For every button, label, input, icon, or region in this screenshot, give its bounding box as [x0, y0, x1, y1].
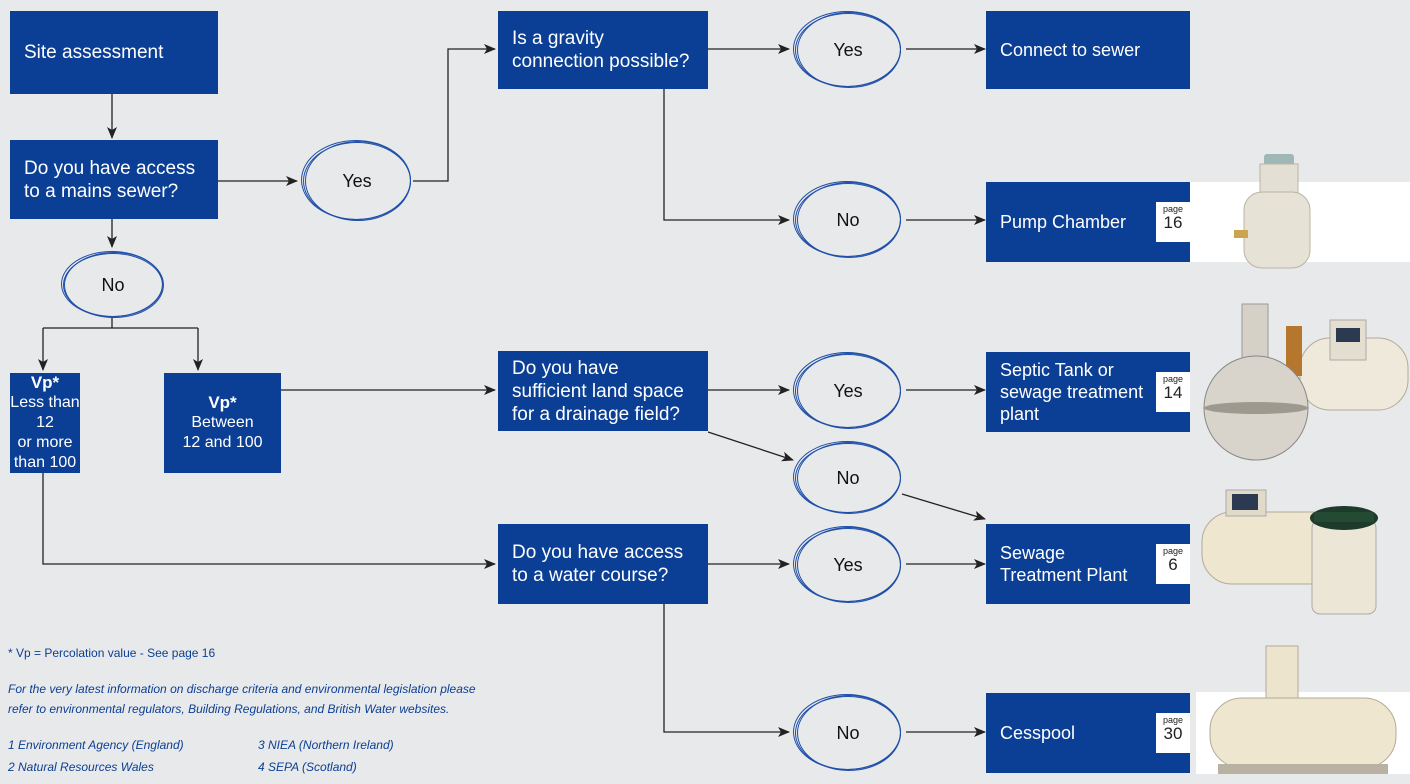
- yes-oval-land: Yes: [793, 352, 903, 430]
- connect-to-sewer-box: Connect to sewer: [986, 11, 1190, 89]
- gravity-box: Is a gravity connection possible?: [498, 11, 708, 89]
- regulator-3: 3 NIEA (Northern Ireland): [258, 738, 394, 752]
- cesspool-box: Cesspool page 30: [986, 693, 1190, 773]
- arrow-water-to-no: [663, 604, 790, 737]
- yes-oval-gravity-label: Yes: [833, 39, 863, 60]
- vp-low-high-box: Vp* Less than 12 or more than 100: [10, 373, 80, 473]
- connect-to-sewer-label: Connect to sewer: [1000, 40, 1141, 60]
- no-oval-land-label: No: [836, 467, 860, 488]
- regulator-1: 1 Environment Agency (England): [8, 738, 184, 752]
- regulator-2: 2 Natural Resources Wales: [8, 760, 154, 774]
- pump-chamber-box: Pump Chamber page 16: [986, 182, 1190, 262]
- sewage-plant-box: Sewage Treatment Plant page 6: [986, 524, 1190, 604]
- vp-mid-label: Between 12 and 100: [182, 414, 263, 451]
- mains-sewer-label: Do you have access to a mains sewer?: [24, 157, 196, 202]
- no-oval-gravity-label: No: [836, 209, 860, 230]
- water-course-label: Do you have access to a water course?: [512, 542, 684, 586]
- no-oval-mains: No: [61, 251, 165, 319]
- vp-low-high-label: Less than 12 or more than 100: [10, 394, 80, 471]
- regulator-4: 4 SEPA (Scotland): [258, 760, 357, 774]
- yes-oval-land-label: Yes: [833, 380, 863, 401]
- sewage-plant-page-ref[interactable]: page 6: [1156, 544, 1190, 584]
- pump-chamber-label: Pump Chamber: [1000, 212, 1127, 232]
- no-oval-land: No: [793, 441, 903, 515]
- septic-tank-box: Septic Tank or sewage treatment plant pa…: [986, 352, 1190, 432]
- site-assessment-box: Site assessment: [10, 11, 218, 94]
- gravity-label: Is a gravity connection possible?: [512, 28, 690, 72]
- no-oval-mains-label: No: [101, 274, 125, 295]
- vp-footnote: * Vp = Percolation value - See page 16: [8, 646, 216, 660]
- arrow-no-to-sewage: [901, 493, 986, 521]
- mains-sewer-box: Do you have access to a mains sewer?: [10, 140, 218, 219]
- latest-info-line1: For the very latest information on disch…: [8, 682, 476, 696]
- yes-oval-mains-label: Yes: [342, 170, 372, 191]
- vp-low-high-head: Vp*: [30, 373, 60, 392]
- no-oval-water-label: No: [836, 722, 860, 743]
- arrow-land-to-no: [707, 431, 794, 462]
- cesspool-page-ref[interactable]: page 30: [1156, 713, 1190, 753]
- arrow-gravity-to-no: [663, 89, 790, 225]
- pump-chamber-page-ref[interactable]: page 16: [1156, 202, 1190, 242]
- land-space-label: Do you have sufficient land space for a …: [512, 357, 684, 425]
- site-assessment-label: Site assessment: [24, 42, 164, 63]
- yes-oval-water-label: Yes: [833, 554, 863, 575]
- sewage-plant-product: [1201, 489, 1378, 615]
- arrow-yes-to-gravity: [413, 44, 496, 182]
- latest-info-line2: refer to environmental regulators, Build…: [8, 702, 450, 716]
- cesspool-product: [1196, 645, 1410, 774]
- septic-tank-page-ref[interactable]: page 14: [1156, 372, 1190, 412]
- yes-oval-water: Yes: [793, 526, 903, 604]
- vp-mid-head: Vp*: [208, 393, 237, 412]
- vp-mid-box: Vp* Between 12 and 100: [164, 373, 281, 473]
- cesspool-label: Cesspool: [1000, 723, 1076, 743]
- no-oval-gravity: No: [793, 181, 903, 259]
- arrow-vp1-to-water: [42, 473, 496, 569]
- pump-chamber-product: [1234, 154, 1311, 269]
- land-space-box: Do you have sufficient land space for a …: [498, 351, 708, 431]
- septic-tank-label: Septic Tank or sewage treatment plant: [1000, 360, 1144, 424]
- no-oval-water: No: [793, 694, 903, 772]
- water-course-box: Do you have access to a water course?: [498, 524, 708, 604]
- yes-oval-gravity: Yes: [793, 11, 903, 89]
- yes-oval-mains: Yes: [301, 140, 413, 222]
- septic-tank-product: [1203, 303, 1409, 461]
- sewage-plant-label: Sewage Treatment Plant: [1000, 543, 1128, 585]
